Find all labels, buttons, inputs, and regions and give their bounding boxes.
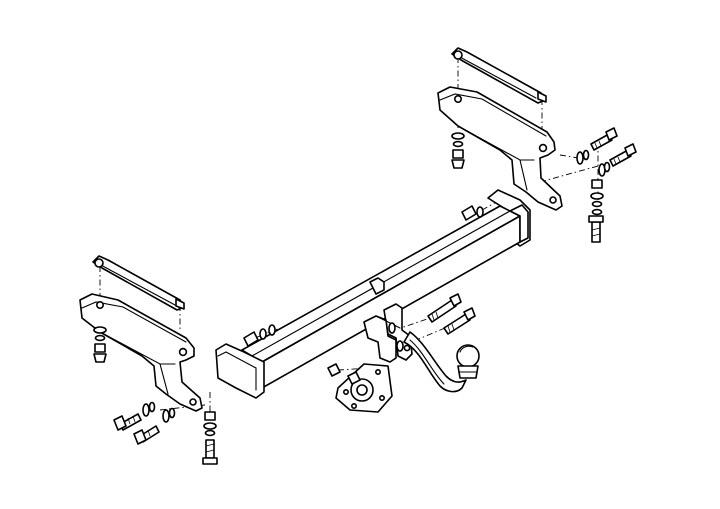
socket-plate-nuts	[327, 363, 361, 385]
bolt-neck-upper	[427, 293, 462, 323]
bolts	[113, 127, 637, 465]
washers-and-nuts	[93, 132, 611, 437]
right-strap-fastener-stack	[451, 132, 465, 169]
left-strap-fastener-stack	[93, 326, 107, 363]
bolt-left-vertical	[202, 439, 218, 465]
bolt-left-upper	[113, 413, 142, 431]
bolt-left-lower	[133, 425, 160, 445]
right-bracket-washers	[576, 149, 611, 216]
neck-plate-washers	[388, 322, 404, 352]
right-clamp-strap	[451, 47, 547, 104]
electrical-socket-plate	[335, 363, 393, 413]
crossbar-right-nuts	[461, 205, 484, 221]
bolt-right-vertical	[588, 215, 604, 243]
main-crossbar	[215, 189, 531, 399]
bolt-right-middle	[609, 143, 637, 167]
left-clamp-strap	[92, 255, 185, 311]
right-side-bracket	[437, 86, 563, 211]
tow-ball-neck	[363, 303, 467, 393]
tow-ball	[456, 344, 480, 379]
bolt-right-upper	[590, 127, 618, 151]
crossbar-left-nuts	[243, 324, 276, 347]
bolt-neck-lower	[443, 307, 476, 335]
left-side-bracket	[79, 293, 203, 412]
left-bracket-washers	[142, 401, 217, 437]
